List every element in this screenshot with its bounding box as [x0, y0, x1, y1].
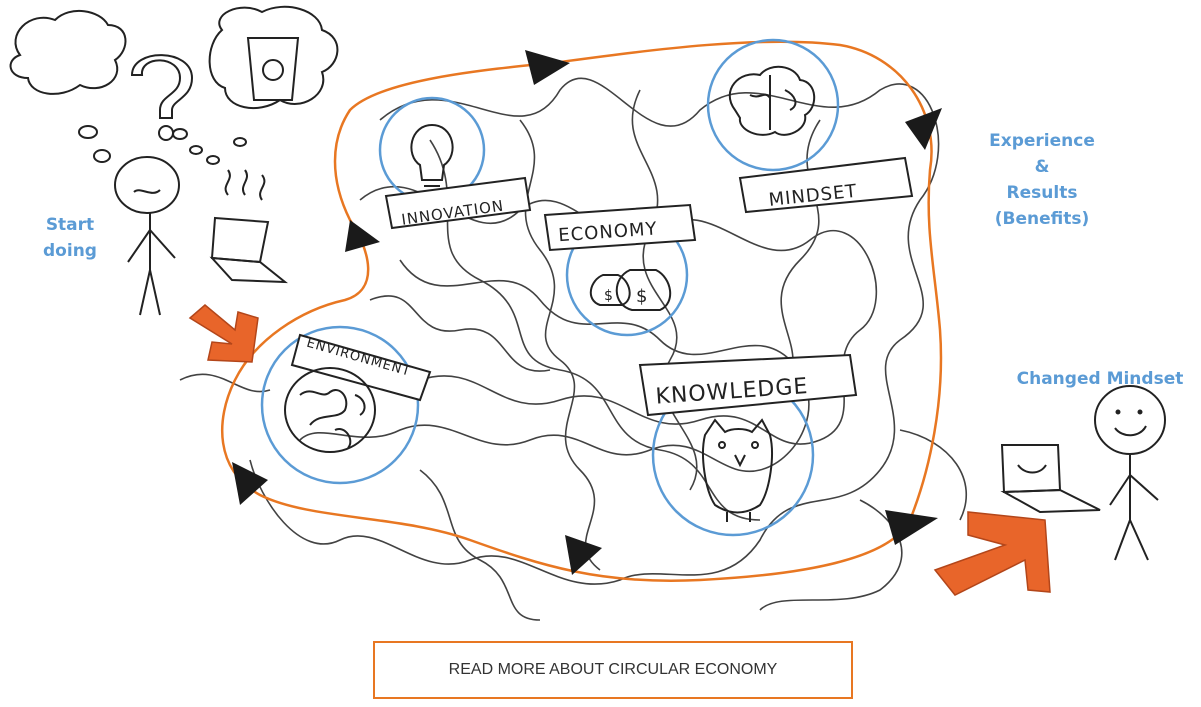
laptop-icon — [209, 169, 288, 284]
recycle-bin-icon — [246, 37, 300, 101]
exp-line-2: & — [1034, 157, 1050, 177]
lightbulb-icon — [410, 123, 454, 187]
start-doing-label: Start doing — [30, 212, 110, 264]
exp-line-3: Results — [1006, 183, 1078, 203]
start-line-2: doing — [43, 241, 97, 261]
exp-line-1: Experience — [989, 131, 1095, 151]
thought-cloud-right — [208, 5, 339, 109]
start-line-1: Start — [45, 215, 95, 235]
laptop-happy-icon — [1000, 444, 1101, 514]
thought-bubbles — [78, 125, 247, 165]
circular-loop-path — [220, 40, 943, 582]
brain-icon — [728, 65, 816, 136]
changed-mindset-label: Changed Mindset — [1016, 369, 1184, 389]
money-bags-icon: $ $ — [589, 269, 671, 311]
mindset-bubble: MINDSET — [706, 38, 914, 214]
scribble-mass — [179, 77, 968, 621]
owl-icon — [702, 418, 773, 522]
experience-results-label: Experience & Results (Benefits) — [972, 128, 1112, 232]
economy-bubble: ECONOMY $ $ — [543, 203, 697, 337]
thought-cloud-left — [9, 9, 127, 95]
loop-arrows — [232, 50, 942, 575]
environment-bubble: ENVIRONMENT — [260, 325, 432, 485]
stick-figure-icon — [114, 156, 180, 316]
question-icon — [130, 54, 194, 141]
read-more-label: READ MORE ABOUT CIRCULAR ECONOMY — [448, 661, 778, 678]
end-arrow-icon — [933, 511, 1051, 596]
innovation-bubble: INNOVATION — [378, 96, 532, 230]
happy-stick-figure-icon — [1094, 385, 1166, 561]
knowledge-bubble: KNOWLEDGE — [638, 353, 858, 537]
read-more-button[interactable]: READ MORE ABOUT CIRCULAR ECONOMY — [373, 641, 853, 699]
start-arrow-icon — [188, 304, 259, 363]
svg-text:$: $ — [636, 286, 647, 307]
globe-icon — [284, 367, 376, 453]
exp-line-4: (Benefits) — [994, 209, 1090, 229]
svg-text:$: $ — [604, 288, 613, 304]
